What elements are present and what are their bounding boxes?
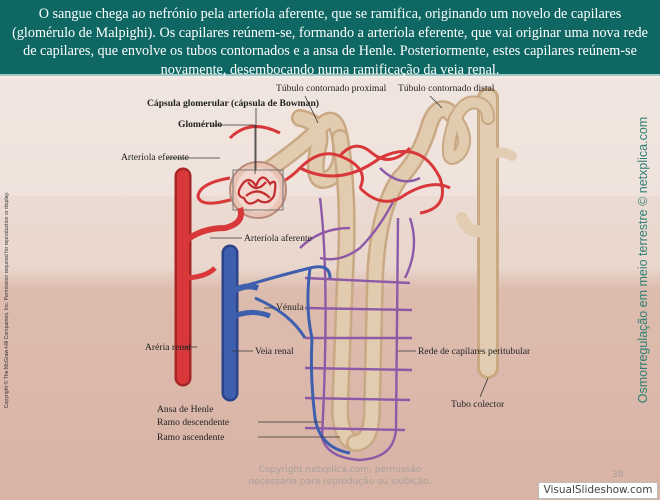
label-renal-vein: Veia renal <box>255 346 294 357</box>
label-venule: Vénula <box>276 302 304 313</box>
renal-artery <box>174 167 244 387</box>
glomerulus <box>237 176 277 205</box>
leader-lines <box>166 95 489 438</box>
label-distal-tubule: Túbulo contornado distal <box>398 83 495 94</box>
watermark-badge: VisualSlideshow.com <box>538 482 658 499</box>
side-copyright-left: Copyright © The McGraw-Hill Companies, I… <box>4 191 10 409</box>
slide-header: O sangue chega ao nefrónio pela arteríol… <box>0 0 660 78</box>
label-descending-limb: Ramo descendente <box>157 417 230 428</box>
header-text: O sangue chega ao nefrónio pela arteríol… <box>12 6 648 78</box>
side-credit-right: Osmorregulação em meio terrestre © netxp… <box>636 116 650 404</box>
collecting-duct <box>456 87 517 379</box>
label-glomerulus: Glomérulo <box>178 119 223 130</box>
label-ascending-limb: Ramo ascendente <box>157 432 225 443</box>
label-efferent-arteriole: Arteríola eferente <box>121 152 189 163</box>
nephron-diagram: Túbulo contornado proximal Túbulo contor… <box>0 78 660 500</box>
tubules <box>259 95 495 452</box>
label-renal-artery: Aréria renal <box>145 342 192 353</box>
page-number: 38 <box>612 470 624 480</box>
label-bowman-capsule: Cápsula glomerular (cápsula de Bowman) <box>147 98 319 109</box>
venous-network <box>237 265 351 455</box>
label-collecting-duct: Tubo colector <box>451 399 505 410</box>
label-proximal-tubule: Túbulo contornado proximal <box>276 83 387 94</box>
peritubular-capillaries <box>299 167 421 462</box>
label-capillary-network: Rede de capilares peritubular <box>418 346 531 357</box>
glomerulus-box <box>232 169 284 211</box>
footer-copyright: Copyright netxplica.com; permissão neces… <box>248 465 432 487</box>
diagram-artwork <box>0 78 660 500</box>
label-loop-of-henle: Ansa de Henle <box>157 404 214 415</box>
renal-vein <box>221 244 271 402</box>
label-afferent-arteriole: Arteríola aferente <box>244 233 312 244</box>
